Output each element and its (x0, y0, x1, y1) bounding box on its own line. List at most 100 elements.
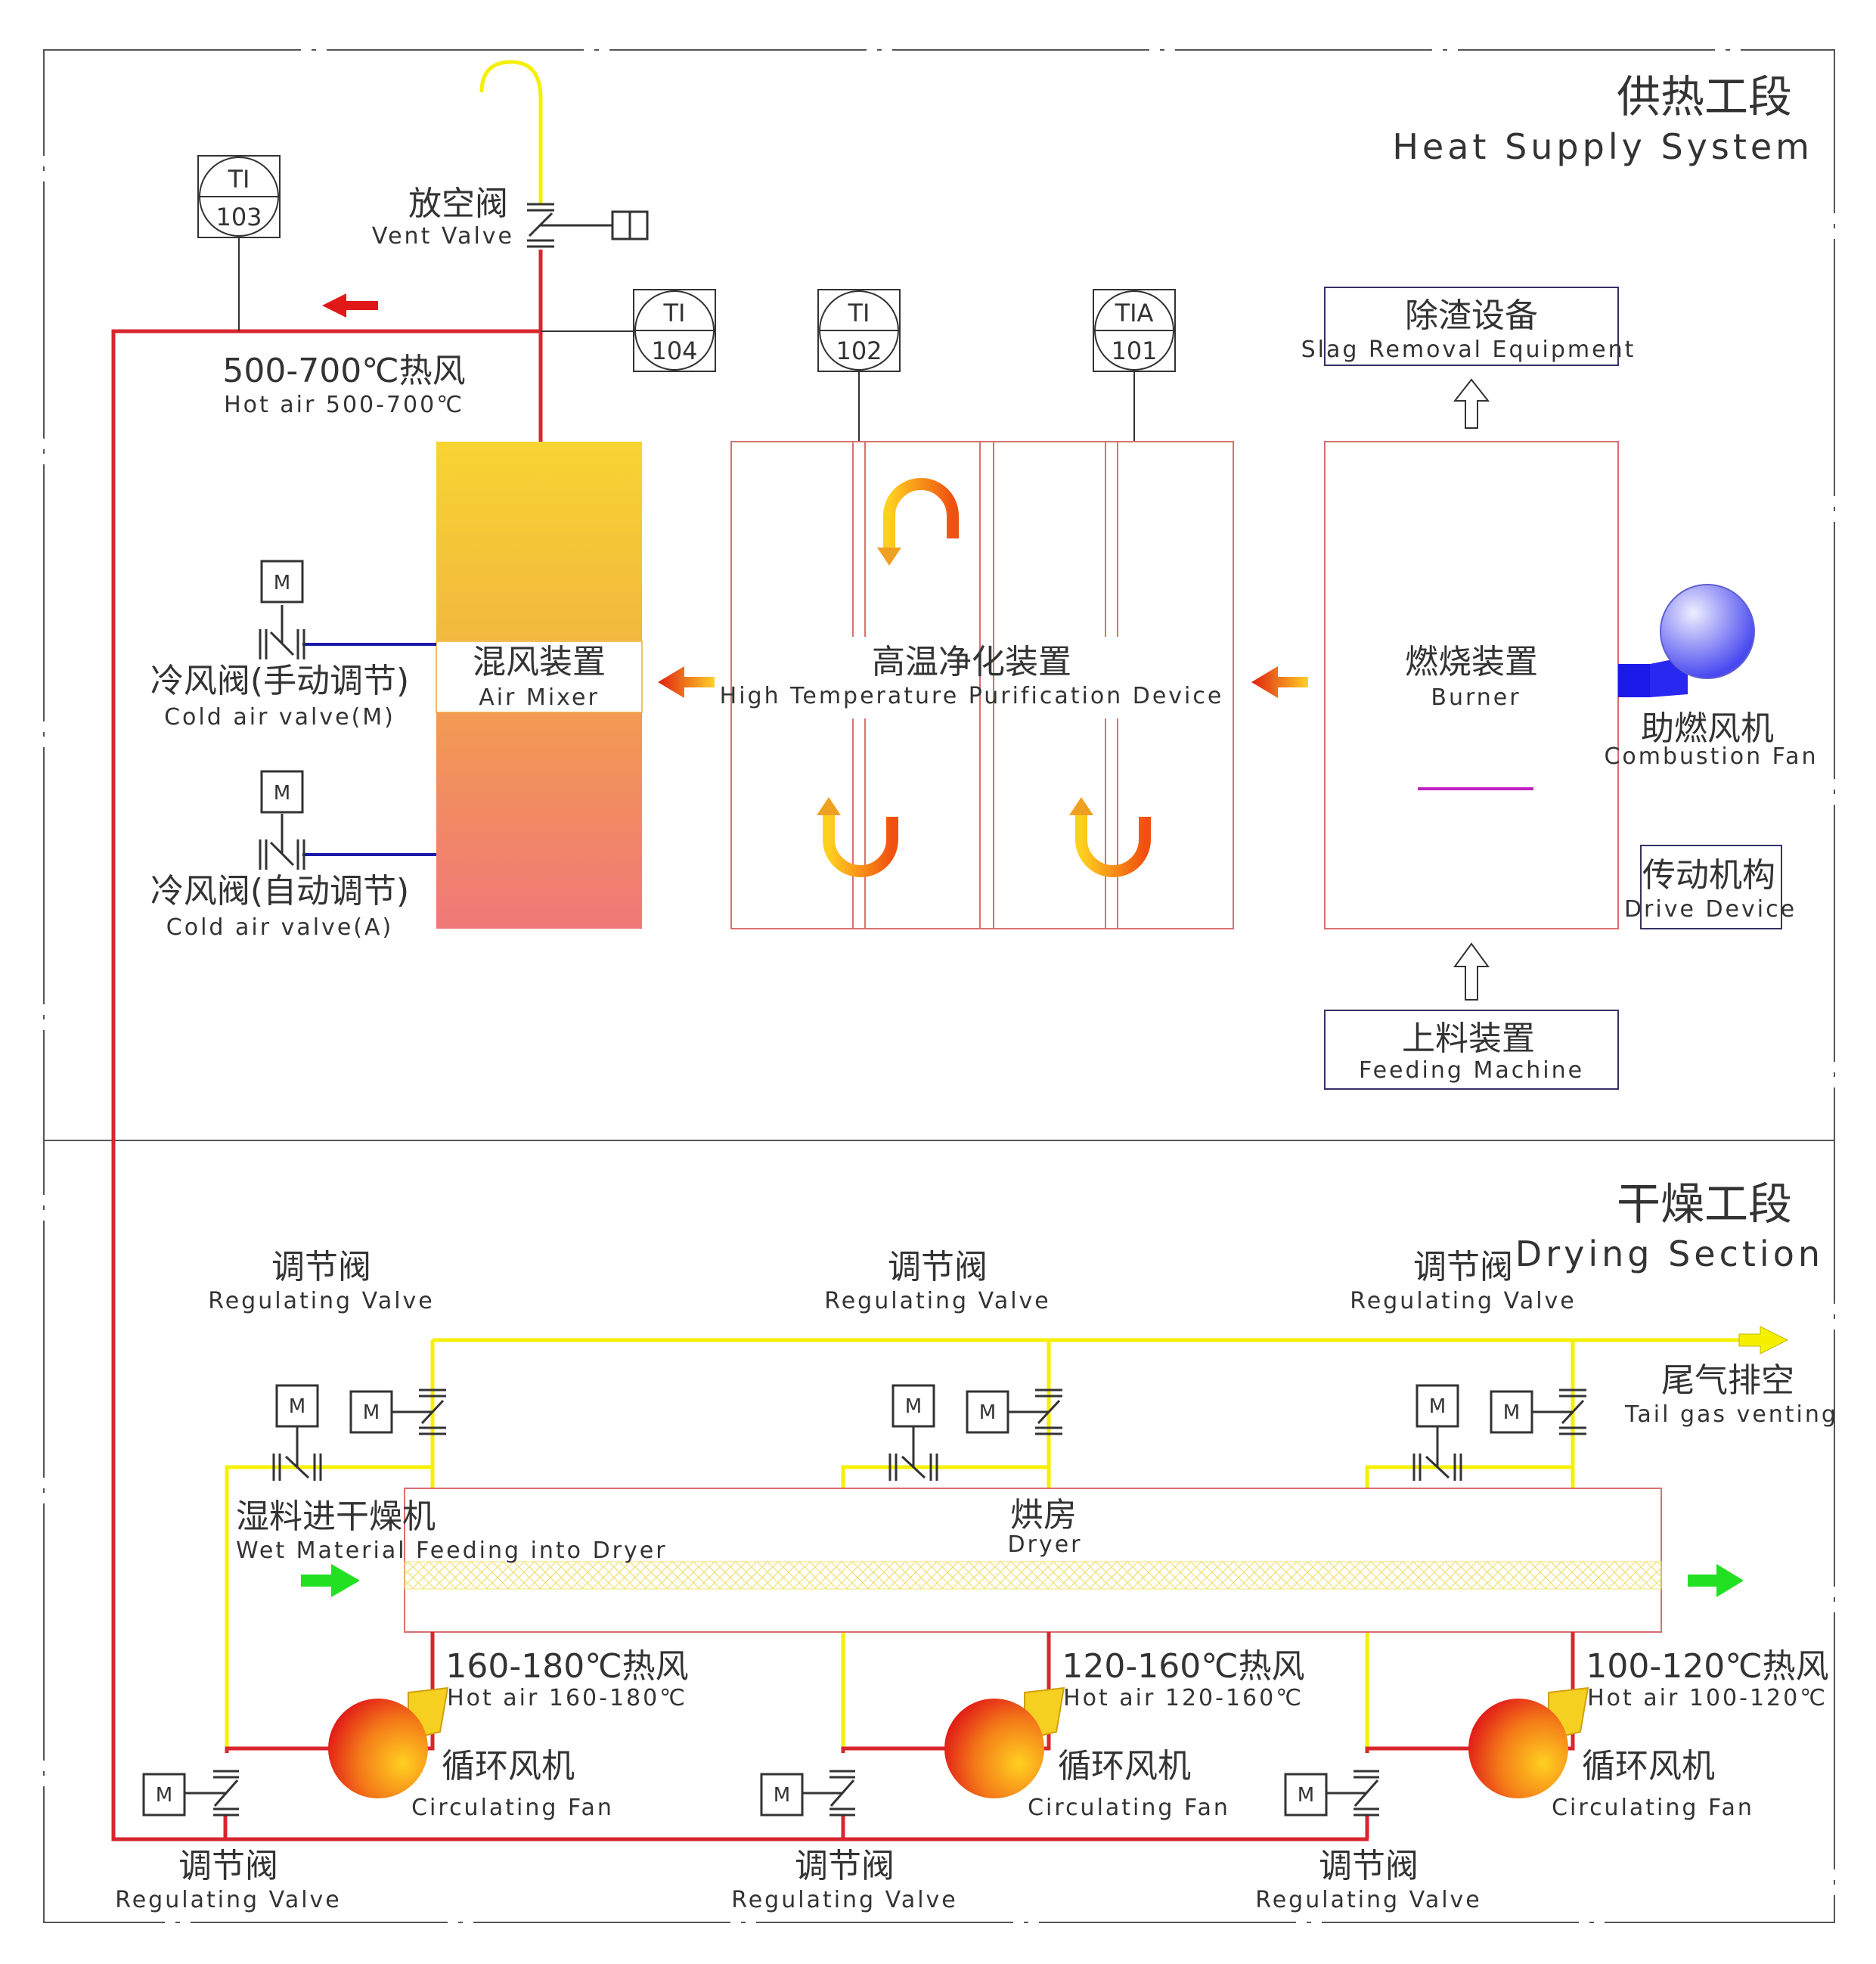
drying-section-title-zh: 干燥工段 (1617, 1178, 1792, 1230)
tail-gas-label-zh: 尾气排空 (1661, 1361, 1794, 1400)
cold-air-valve-manual[interactable] (259, 560, 305, 659)
instrument-tia-101-type: TIA (1115, 299, 1154, 327)
diagram-frame (43, 49, 1835, 1923)
bottom-regulating-valve-1-motor: M (156, 1784, 172, 1807)
purifier-flow-arrows (823, 478, 1151, 877)
circulating-fan-3-label-en: Circulating Fan (1552, 1795, 1754, 1821)
feeding-machine-label-zh: 上料装置 (1402, 1019, 1535, 1058)
hot-air-1-label-zh: 160-180℃热风 (445, 1647, 688, 1686)
purification-device[interactable] (730, 441, 1234, 929)
vent-valve-symbol[interactable] (527, 203, 649, 248)
wet-feed-label-zh: 湿料进干燥机 (236, 1497, 436, 1536)
purification-label-zh: 高温净化装置 (872, 643, 1071, 681)
bottom-valve-1-label-en: Regulating Valve (115, 1887, 342, 1913)
instrument-ti-104-number: 104 (651, 337, 697, 365)
cold-air-valve-manual-label-zh: 冷风阀(手动调节) (150, 662, 409, 700)
material-in-arrow (301, 1564, 360, 1597)
hot-air-flow-arrow (322, 293, 378, 318)
dryer-label-zh: 烘房 (1010, 1496, 1077, 1534)
instrument-tia-101: TIA 101 (1093, 289, 1176, 442)
drying-section-title-en: Drying Section (1515, 1233, 1824, 1274)
cold-air-valve-auto-label-en: Cold air valve(A) (166, 914, 393, 941)
material-out-arrow (1688, 1564, 1744, 1597)
slag-outlet-arrow (1453, 378, 1490, 429)
drying-unit-2: M M 调节阀 Regulating Valve 120-160℃热风 Hot … (731, 1248, 1304, 1913)
hot-air-main-label-en: Hot air 500-700℃ (224, 392, 464, 418)
heat-section-frame (43, 49, 1835, 1141)
dryer-conveyor (404, 1561, 1662, 1590)
feeding-inlet-arrow (1453, 942, 1490, 1001)
top-regulating-valve-1-motor: M (363, 1401, 380, 1424)
feeding-machine[interactable] (1324, 1010, 1619, 1090)
exhaust-header (225, 1338, 1739, 1753)
top-regulating-valve-3-motor: M (1503, 1401, 1520, 1424)
heat-section-title-zh: 供热工段 (1617, 71, 1792, 123)
top-valve-2-label-zh: 调节阀 (888, 1248, 988, 1286)
drive-device-label-en: Drive Device (1624, 896, 1797, 923)
top-regulating-valve-1[interactable] (349, 1388, 446, 1435)
slag-removal-label-zh: 除渣设备 (1405, 296, 1538, 335)
top-valve-3-label-zh: 调节阀 (1413, 1248, 1513, 1286)
instrument-ti-102-type: TI (848, 299, 870, 327)
return-valve-2[interactable] (888, 1384, 938, 1481)
burner-label-zh: 燃烧装置 (1405, 643, 1538, 681)
return-valve-2-motor: M (905, 1395, 922, 1418)
return-valve-1[interactable] (272, 1384, 322, 1481)
slag-removal-equipment[interactable] (1324, 287, 1619, 366)
return-valve-3-motor: M (1429, 1395, 1446, 1418)
top-valve-1-label-en: Regulating Valve (208, 1288, 435, 1314)
return-valve-3[interactable] (1412, 1384, 1462, 1481)
bottom-regulating-valve-3[interactable] (1284, 1770, 1379, 1817)
bottom-valve-1-label-zh: 调节阀 (178, 1847, 278, 1885)
drying-unit-3: M M 调节阀 Regulating Valve 100-120℃热风 Hot … (1255, 1248, 1828, 1913)
instrument-tia-101-number: 101 (1111, 337, 1157, 365)
bottom-regulating-valve-3-motor: M (1298, 1784, 1314, 1807)
hot-air-3-label-zh: 100-120℃热风 (1586, 1647, 1828, 1686)
instrument-ti-103-type: TI (228, 165, 250, 194)
drive-device-label-zh: 传动机构 (1642, 856, 1775, 895)
tail-gas-arrow (1738, 1326, 1789, 1354)
slag-removal-label-en: Slag Removal Equipment (1301, 337, 1636, 363)
heat-section-title-en: Heat Supply System (1392, 126, 1813, 167)
bottom-valve-2-label-zh: 调节阀 (795, 1847, 895, 1885)
cold-air-valve-manual-label-en: Cold air valve(M) (164, 704, 395, 731)
cold-air-lines (302, 643, 436, 856)
cold-air-valve-auto-label-zh: 冷风阀(自动调节) (150, 872, 409, 911)
return-valve-1-motor: M (289, 1395, 305, 1418)
bottom-regulating-valve-1[interactable] (142, 1770, 239, 1817)
instrument-ti-104-type: TI (663, 299, 686, 327)
circulating-fan-1-label-zh: 循环风机 (442, 1747, 575, 1786)
top-regulating-valve-2[interactable] (966, 1388, 1062, 1435)
hot-air-main-pipe (111, 250, 1369, 1841)
circulating-fan-2[interactable] (944, 1686, 1065, 1798)
air-mixer[interactable] (436, 442, 643, 929)
circulating-fan-3[interactable] (1468, 1686, 1589, 1798)
top-regulating-valve-2-motor: M (979, 1401, 996, 1424)
vent-stack (479, 60, 543, 204)
drying-section-frame (43, 1140, 1835, 1923)
bottom-regulating-valve-2[interactable] (760, 1770, 855, 1817)
drying-unit-1: M M 调节阀 Regulating Valve 160-180℃热风 Hot … (115, 1248, 688, 1913)
bottom-valve-2-label-en: Regulating Valve (731, 1887, 958, 1913)
instrument-ti-103-number: 103 (216, 203, 262, 231)
circulating-fan-1[interactable] (328, 1686, 449, 1798)
combustion-fan-label-en: Combustion Fan (1604, 743, 1818, 770)
dryer[interactable] (404, 1488, 1662, 1633)
air-mixer-label-zh: 混风装置 (473, 643, 606, 681)
combustion-fan[interactable] (1618, 584, 1755, 697)
hot-air-3-label-en: Hot air 100-120℃ (1587, 1685, 1828, 1711)
drive-device[interactable] (1640, 845, 1782, 929)
cold-air-valve-auto-motor: M (274, 782, 290, 805)
top-regulating-valve-3[interactable] (1490, 1388, 1586, 1435)
burner-label-en: Burner (1431, 684, 1521, 711)
hot-air-2-label-en: Hot air 120-160℃ (1063, 1685, 1304, 1711)
instrument-ti-104: TI 104 (541, 289, 716, 372)
feeding-machine-label-en: Feeding Machine (1359, 1057, 1584, 1084)
instrument-ti-102-number: 102 (836, 337, 882, 365)
circulating-fan-3-label-zh: 循环风机 (1582, 1747, 1715, 1786)
top-valve-1-label-zh: 调节阀 (271, 1248, 371, 1286)
cold-air-valve-auto[interactable] (259, 770, 305, 870)
bottom-regulating-valve-2-motor: M (774, 1784, 790, 1807)
circulating-fan-2-label-zh: 循环风机 (1058, 1747, 1191, 1786)
